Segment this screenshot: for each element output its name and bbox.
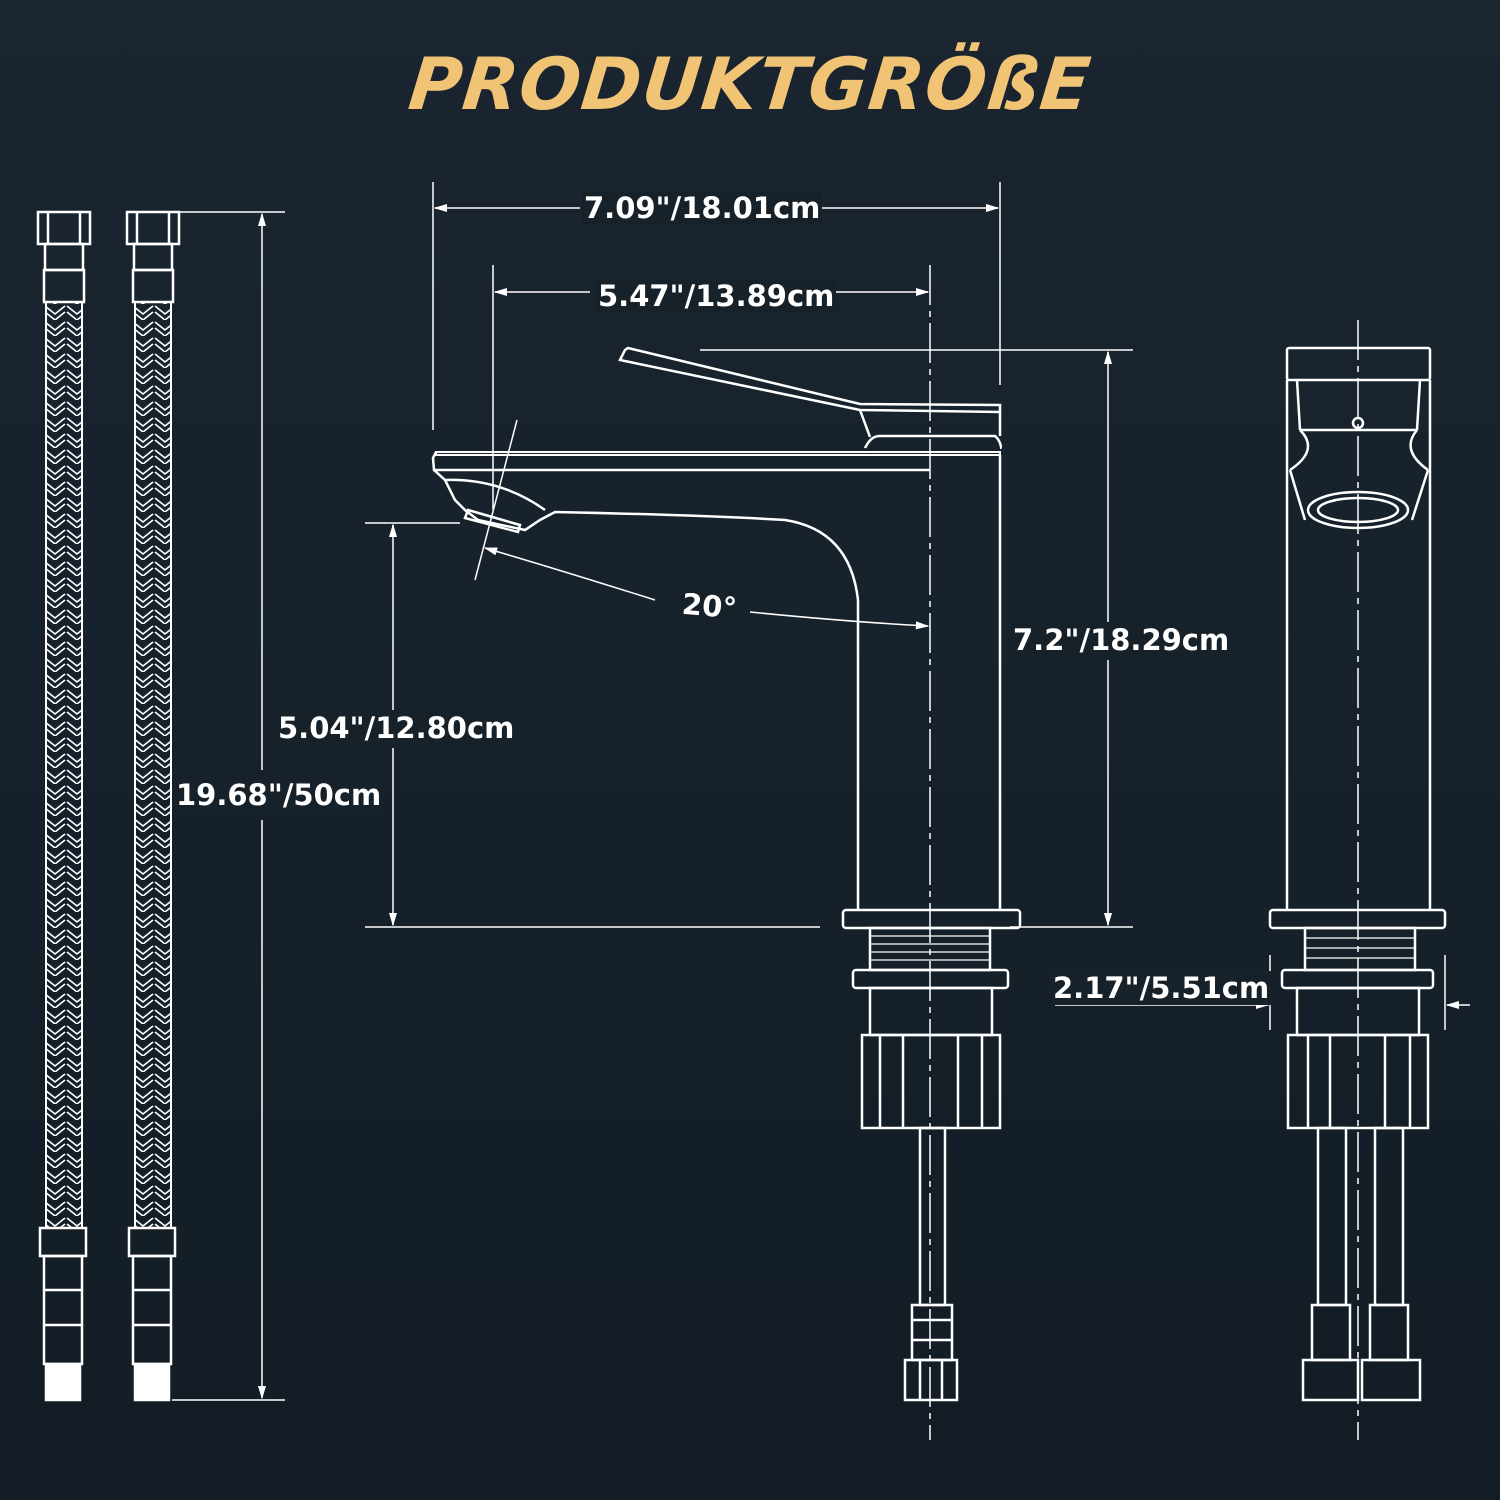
hose-length-label: 19.68"/50cm [174, 778, 384, 812]
spout-reach-label: 5.47"/13.89cm [596, 279, 837, 313]
hose-left [36, 210, 92, 1402]
faucet-front-view [1268, 320, 1447, 1440]
base-diameter-label: 2.17"/5.51cm [1051, 971, 1272, 1005]
hose-length-dimension [172, 212, 285, 1400]
total-width-label: 7.09"/18.01cm [582, 191, 823, 225]
faucet-side-view [431, 265, 1022, 1440]
page-title: PRODUKTGRÖßE [404, 42, 1096, 126]
hose-right [125, 210, 181, 1402]
spout-height-label: 5.04"/12.80cm [276, 711, 517, 745]
spout-angle-label: 20° [678, 586, 741, 626]
total-height-label: 7.2"/18.29cm [1011, 623, 1232, 657]
dimension-lines [365, 182, 1470, 1030]
